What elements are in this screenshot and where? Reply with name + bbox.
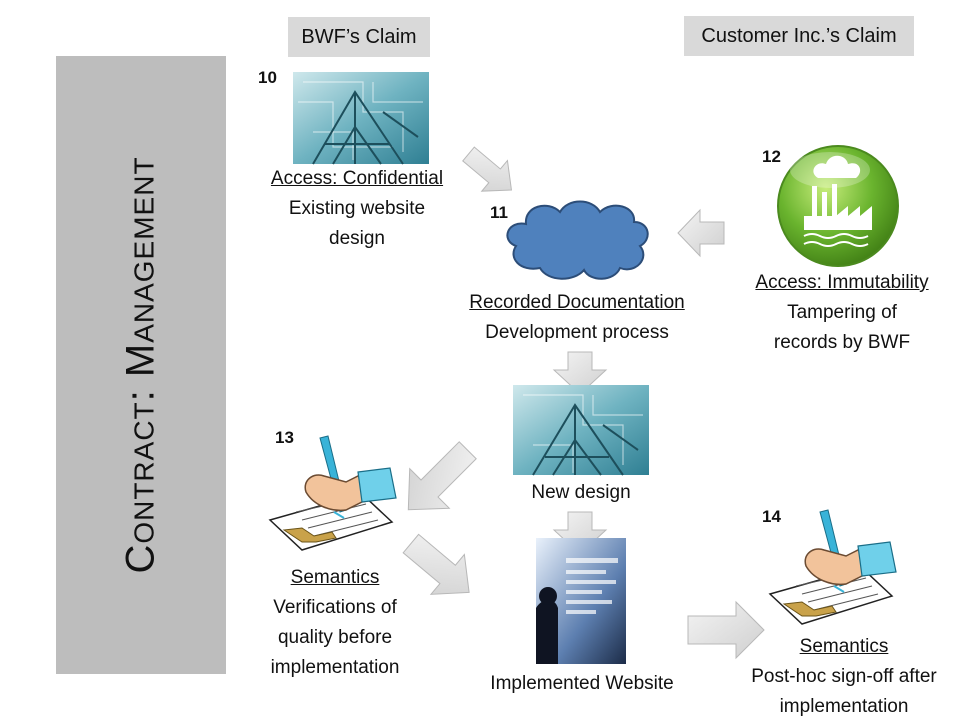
node-14-caption: Semantics Post-hoc sign-off after implem…	[728, 632, 960, 722]
node-10-caption: Access: Confidential Existing website de…	[246, 164, 468, 254]
new-design-label: New design	[531, 482, 631, 503]
node-14-desc: Post-hoc sign-off after implementation	[751, 666, 937, 717]
node-10-desc: Existing website design	[288, 198, 426, 249]
node-11-desc: Development process	[485, 322, 669, 343]
arrow-new-design-to-13	[407, 441, 477, 511]
node-12-desc: Tampering of records by BWF	[773, 302, 911, 353]
step-number-13: 13	[275, 428, 294, 447]
node-14-label: Semantics	[799, 636, 889, 657]
website-photo	[536, 538, 626, 664]
arrow-12-to-11	[677, 208, 725, 258]
title-bar: Contract: Management	[56, 56, 226, 674]
bwf-claim-header: BWF’s Claim	[288, 17, 430, 57]
arrow-13-to-implemented	[402, 533, 470, 595]
implemented-caption: Implemented Website	[456, 669, 708, 699]
arrow-10-to-11	[462, 146, 513, 192]
step-number-12: 12	[762, 147, 781, 166]
cloud-shape	[506, 200, 649, 280]
node-12-label: Access: Immutability	[755, 272, 929, 293]
node-10-label: Access: Confidential	[270, 168, 444, 189]
node-11-caption: Recorded Documentation Development proce…	[436, 288, 718, 348]
blueprint-image	[293, 72, 429, 165]
signing-contract-icon	[268, 435, 397, 551]
node-13-label: Semantics	[290, 567, 380, 588]
arrow-11-to-new-design	[552, 351, 608, 395]
node-13-caption: Semantics Verifications of quality befor…	[242, 563, 428, 683]
step-number-10: 10	[258, 68, 277, 87]
node-13-desc: Verifications of quality before implemen…	[270, 597, 400, 678]
blueprint-image	[513, 385, 649, 476]
node-11-label: Recorded Documentation	[469, 292, 685, 313]
step-number-14: 14	[762, 507, 781, 526]
node-12-caption: Access: Immutability Tampering of record…	[726, 268, 958, 358]
arrow-implemented-to-14	[687, 600, 765, 660]
factory-icon	[777, 145, 899, 267]
customer-claim-header: Customer Inc.’s Claim	[684, 16, 914, 56]
step-number-11: 11	[490, 203, 508, 222]
implemented-label: Implemented Website	[490, 673, 674, 694]
new-design-caption: New design	[506, 478, 656, 508]
signing-contract-icon	[768, 509, 897, 625]
